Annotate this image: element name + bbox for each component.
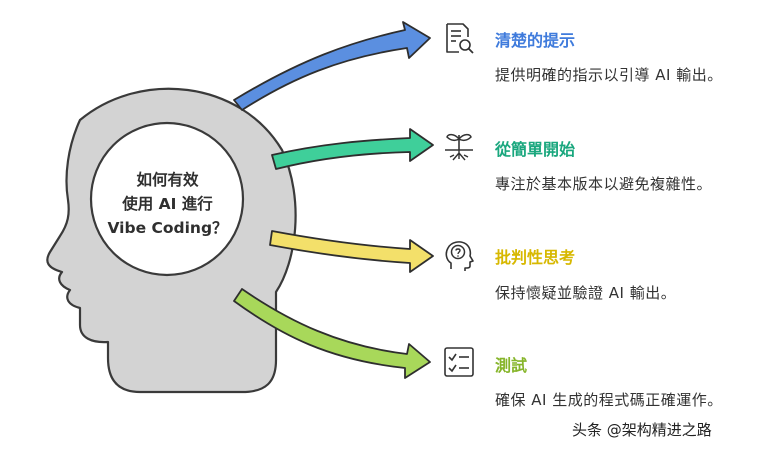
item-desc-start-simple: 專注於基本版本以避免複雜性。 xyxy=(495,175,713,193)
sprout-icon xyxy=(445,133,473,161)
arrow-critical-thinking xyxy=(269,230,434,273)
center-question: 如何有效 使用 AI 進行 Vibe Coding？ xyxy=(100,168,235,240)
arrow-clear-prompt xyxy=(233,21,431,111)
center-line-1: 如何有效 xyxy=(136,171,199,189)
center-line-2: 使用 AI 進行 xyxy=(122,195,213,213)
arrow-start-simple xyxy=(271,128,434,170)
document-search-icon xyxy=(446,23,474,54)
center-line-3: Vibe Coding？ xyxy=(107,219,228,237)
item-desc-clear-prompt: 提供明確的指示以引導 AI 輸出。 xyxy=(495,66,723,84)
item-title-clear-prompt: 清楚的提示 xyxy=(495,31,576,50)
item-title-start-simple: 從簡單開始 xyxy=(495,140,576,159)
item-desc-testing: 確保 AI 生成的程式碼正確運作。 xyxy=(495,391,723,409)
center-circle xyxy=(89,121,245,277)
arrow-testing xyxy=(233,288,431,379)
watermark: 头条 @架构精进之路 xyxy=(572,421,712,439)
checklist-icon xyxy=(444,347,474,377)
head-question-icon xyxy=(445,241,474,271)
item-title-critical-thinking: 批判性思考 xyxy=(495,248,576,267)
item-title-testing: 測試 xyxy=(495,356,528,375)
item-desc-critical-thinking: 保持懷疑並驗證 AI 輸出。 xyxy=(495,284,677,302)
